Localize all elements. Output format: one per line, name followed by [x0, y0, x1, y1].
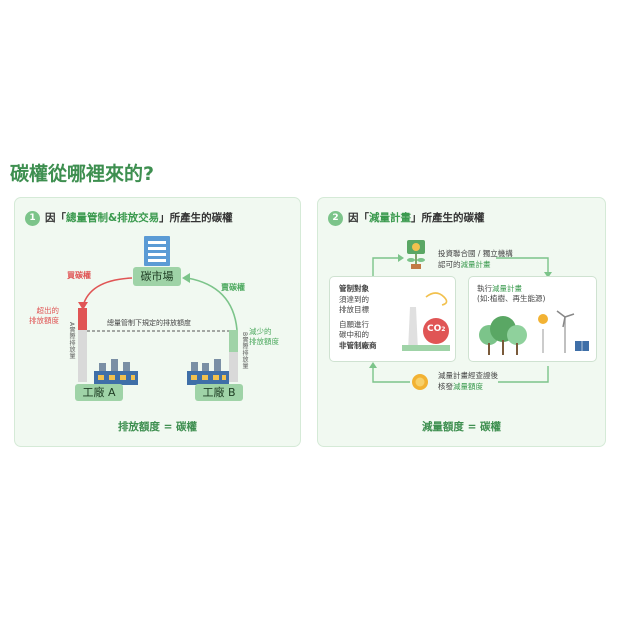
flow-arrow-top-right [496, 257, 549, 274]
step-number-badge: 1 [25, 210, 40, 226]
page-title: 碳權從哪裡來的? [10, 163, 155, 185]
factory-b-icon [187, 359, 229, 385]
building-icon [144, 236, 170, 266]
step-number-badge: 2 [328, 210, 343, 226]
reduce-allowance-label: 減少的 排放額度 [249, 327, 279, 346]
exceed-bar [78, 308, 87, 330]
medal-icon [412, 374, 428, 390]
money-plant-icon [407, 240, 425, 269]
exceed-allowance-label: 超出的 排放額度 [29, 306, 59, 325]
invest-text: 投資聯合國 / 獨立機構 認可的減量計畫 [438, 249, 513, 269]
factory-a-icon [94, 359, 138, 385]
reduction-flow-diagram [369, 240, 552, 390]
panel1-footer: 排放額度 = 碳權 [117, 421, 198, 433]
sell-carbon-label: 賣碳權 [221, 283, 245, 292]
reduce-bar [229, 330, 238, 352]
flow-arrow-bottom-left [372, 366, 410, 383]
verification-text: 減量計畫經查證後 核發減量額度 [438, 371, 498, 391]
a-actual-emission-label: A實際排放量 [68, 322, 75, 360]
cap-allowance-label: 總量管制下規定的排放額度 [107, 319, 191, 327]
panel2-footer: 減量額度 = 碳權 [421, 421, 502, 433]
factory-b-label: 工廠 B [195, 384, 243, 401]
emitter-text: 管制對象 須達到的 排放目標 自願進行 碳中和的 非管制廠商 [339, 284, 377, 350]
factory-co2-icon [402, 292, 450, 351]
b-actual-bar [229, 352, 238, 382]
cap-trade-diagram [78, 236, 238, 385]
flow-arrow-bottom-right [498, 366, 549, 383]
sell-arrow [186, 277, 238, 331]
project-text: 執行減量計畫 (如:植樹、再生能源) [477, 284, 546, 303]
flow-arrow-top-left [372, 257, 400, 276]
reduction-project-box: 執行減量計畫 (如:植樹、再生能源) [468, 276, 597, 362]
carbon-market-label: 碳市場 [133, 267, 181, 286]
emitter-box: 管制對象 須達到的 排放目標 自願進行 碳中和的 非管制廠商 CO2 [329, 276, 456, 362]
buy-carbon-label: 買碳權 [67, 271, 91, 280]
co2-label: CO2 [427, 324, 446, 334]
b-actual-emission-label: B實際排放量 [241, 332, 248, 370]
buy-arrow [82, 277, 133, 307]
a-allowance-bar [78, 330, 87, 382]
trees-renewables-icon [479, 310, 589, 355]
factory-a-label: 工廠 A [75, 384, 123, 401]
